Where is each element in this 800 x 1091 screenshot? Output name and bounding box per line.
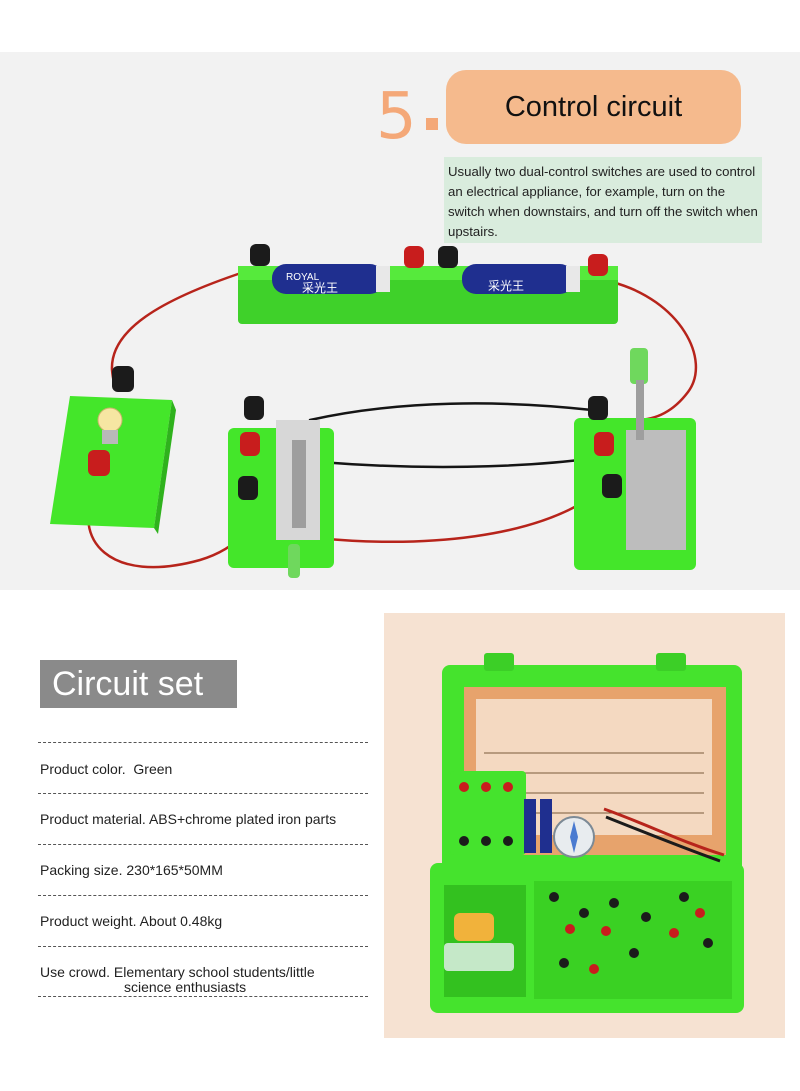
kit-photo xyxy=(384,613,785,1038)
section-title: Control circuit xyxy=(504,90,683,123)
spec-divider xyxy=(38,895,368,896)
switch-module-right xyxy=(574,348,696,570)
spec-label: Packing size. xyxy=(40,862,123,878)
spec-value: ABS+chrome plated iron parts xyxy=(148,811,337,827)
wire-red-bottom-right xyxy=(314,486,606,543)
spec-value: Elementary school students/little xyxy=(113,964,315,980)
kit-case-illustration xyxy=(430,653,744,1013)
battery-holder: ROYAL 采光王 采光王 xyxy=(238,244,618,324)
spec-label: Use crowd. xyxy=(40,964,111,980)
battery-label-text-left: 采光王 xyxy=(302,281,338,295)
wire-black-mid xyxy=(318,456,598,469)
spec-row-packing: Packing size. 230*165*50MM xyxy=(40,862,223,878)
spec-row-crowd: Use crowd. Elementary school students/li… xyxy=(40,964,315,980)
spec-divider xyxy=(38,996,368,997)
spec-label: Product weight. xyxy=(40,913,137,929)
spec-value: 230*165*50MM xyxy=(126,862,223,878)
description-text: Usually two dual-control switches are us… xyxy=(448,164,758,239)
spec-row-crowd-line2: science enthusiasts xyxy=(124,979,247,995)
wire-black-top xyxy=(308,402,594,422)
circuit-illustration: ROYAL 采光王 采光王 xyxy=(50,244,698,578)
spec-row-color: Product color. Green xyxy=(40,761,172,777)
spec-divider xyxy=(38,742,368,743)
switch-module-left xyxy=(228,396,334,578)
battery-label-text-right: 采光王 xyxy=(488,279,524,293)
spec-value: About 0.48kg xyxy=(139,913,223,929)
spec-row-weight: Product weight. About 0.48kg xyxy=(40,913,222,929)
spec-label: Product color. xyxy=(40,761,126,777)
section-title-pill: Control circuit xyxy=(446,70,741,144)
bulb-module xyxy=(50,366,176,534)
battery-brand-text: ROYAL xyxy=(286,272,320,283)
spec-row-material: Product material. ABS+chrome plated iron… xyxy=(40,811,336,827)
description-box: Usually two dual-control switches are us… xyxy=(444,157,762,243)
spec-divider xyxy=(38,793,368,794)
spec-divider xyxy=(38,946,368,947)
circuit-set-title: Circuit set xyxy=(40,660,237,708)
spec-label: Product material. xyxy=(40,811,146,827)
spec-value: Green xyxy=(133,761,173,777)
step-number: 5 xyxy=(376,80,417,154)
step-number-dot xyxy=(426,118,438,130)
wire-red-right xyxy=(610,280,698,422)
spec-divider xyxy=(38,844,368,845)
